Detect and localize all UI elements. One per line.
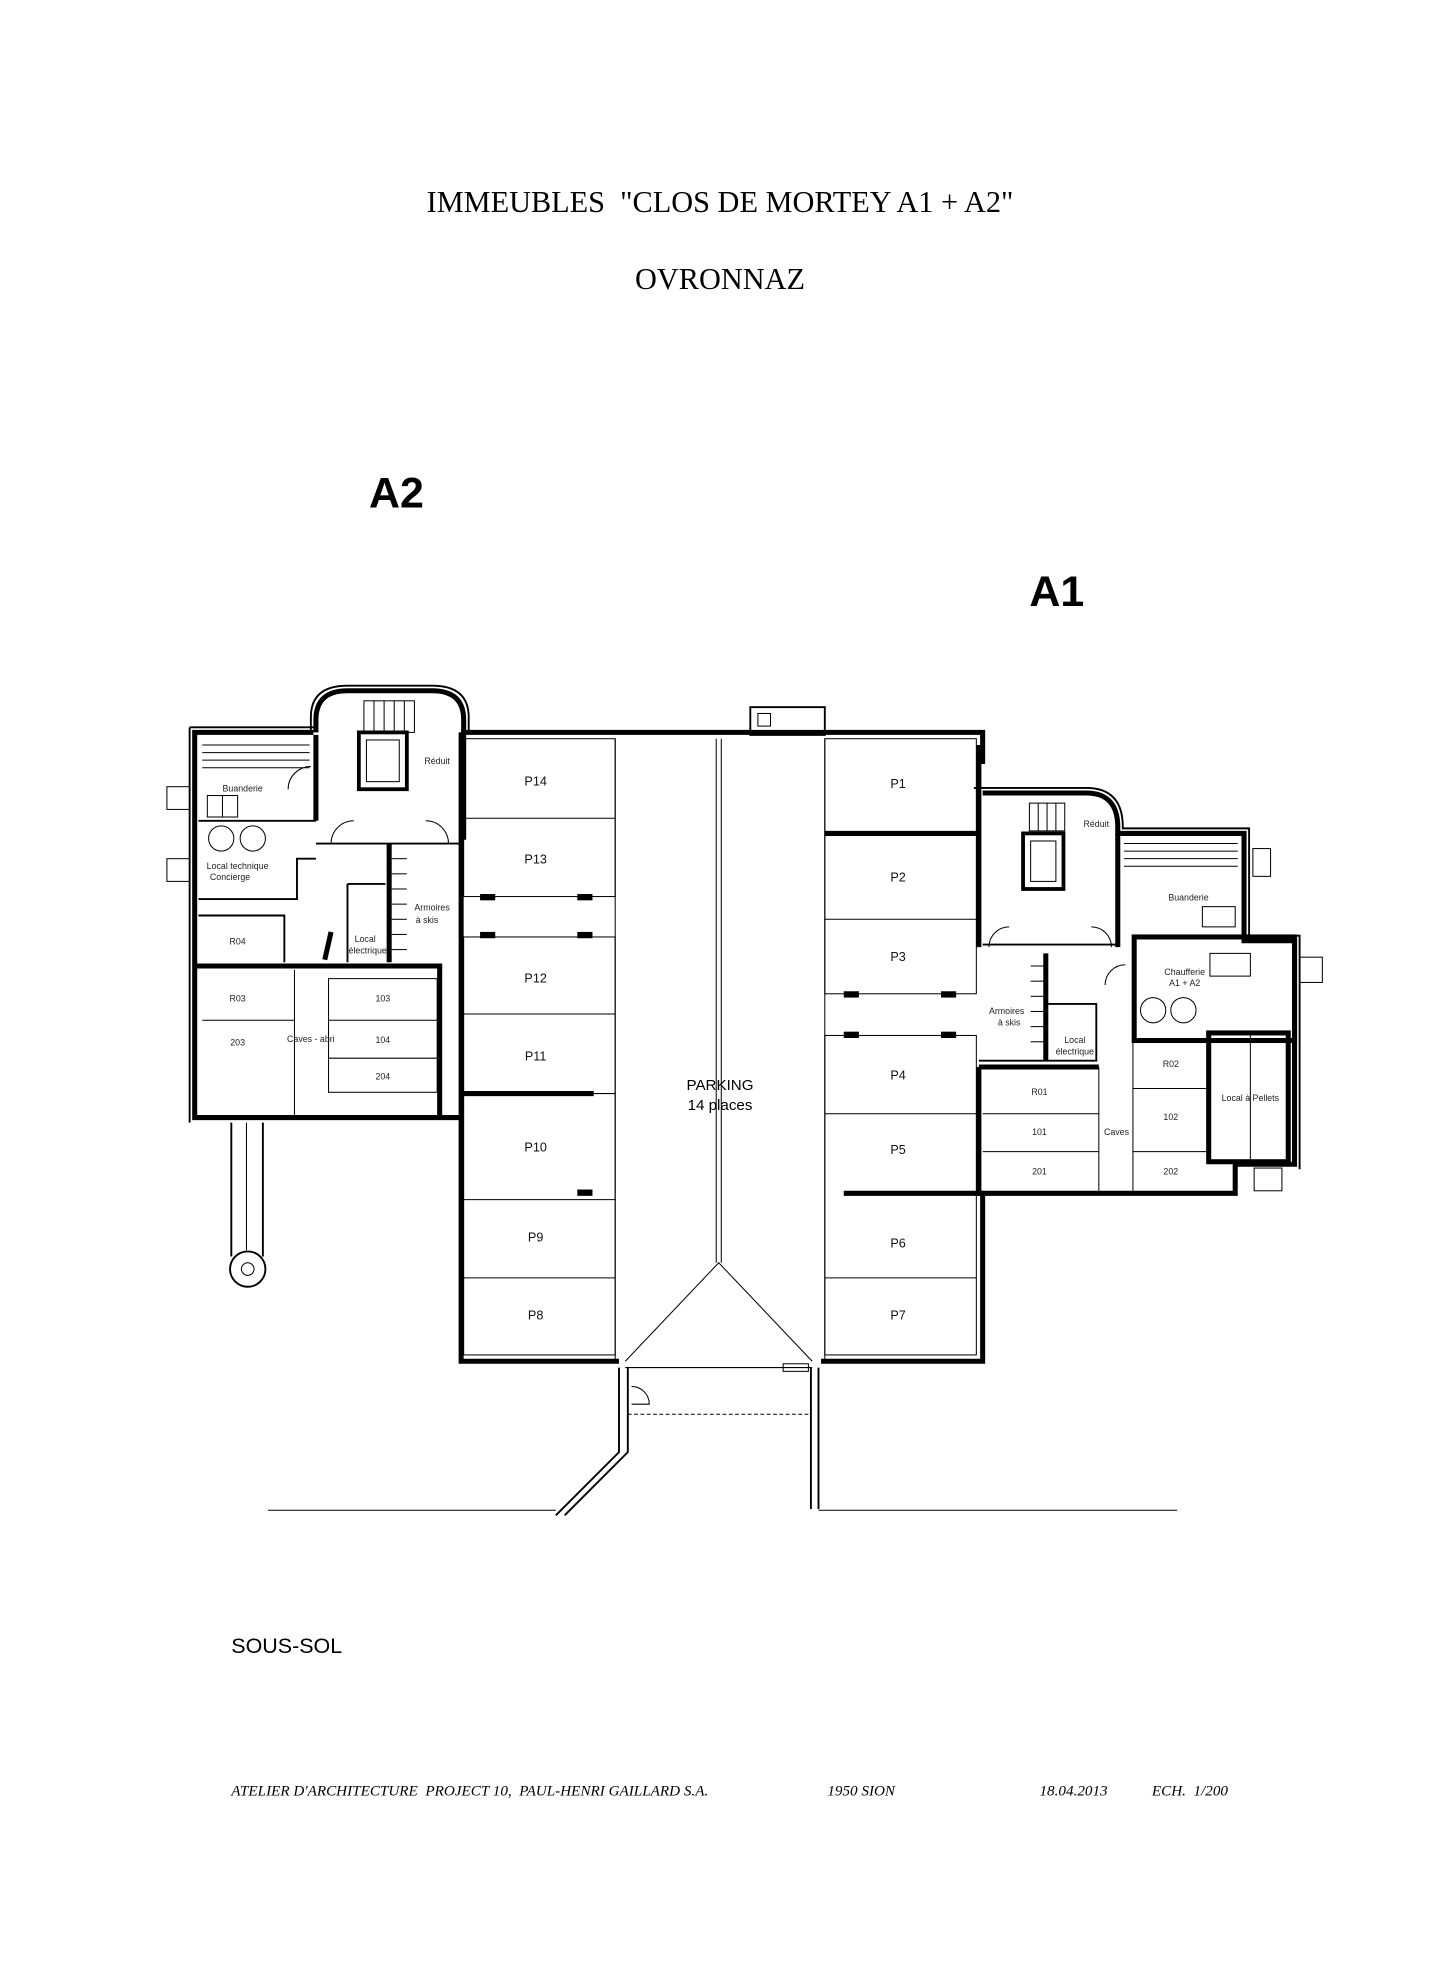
parking-capacity: 14 places [688,1097,753,1114]
level-label: SOUS-SOL [231,1634,342,1658]
a2-caves-abri: Caves - abri [287,1034,335,1044]
a1-a-skis: à skis [998,1017,1021,1027]
parking-label: PARKING [686,1077,753,1094]
drawing-date: 18.04.2013 [1039,1783,1108,1800]
a2-r03: R03 [230,993,246,1003]
a1-chaufferie: Chaufferie [1164,967,1205,977]
stall-p1: P1 [890,777,905,791]
stall-p9: P9 [528,1230,543,1244]
stall-p5: P5 [890,1143,905,1157]
a2-103: 103 [375,993,390,1003]
a1-buanderie: Buanderie [1168,892,1208,902]
building-label-a1: A1 [1029,568,1084,616]
a1-101: 101 [1032,1127,1047,1137]
stall-p4: P4 [890,1069,905,1083]
left-stall-labels: P14 P13 P12 P11 P10 P9 P8 [524,774,546,1322]
a2-buanderie: Buanderie [223,784,263,794]
document-subtitle: OVRONNAZ [635,262,805,296]
building-a2-plan: Buanderie Local technique Concierge Rédu… [166,684,470,1288]
a1-r01: R01 [1031,1087,1047,1097]
parking-garage: P14 P13 P12 P11 P10 P9 P8 P1 P2 P3 P4 P5… [458,706,986,1372]
right-stall-labels: P1 P2 P3 P4 P5 P6 P7 [890,777,905,1323]
a1-102: 102 [1163,1112,1178,1122]
document-title: IMMEUBLES "CLOS DE MORTEY A1 + A2" [427,185,1014,219]
a2-concierge: Concierge [210,872,250,882]
stall-p13: P13 [524,853,546,867]
a2-local: Local [355,934,376,944]
stall-p7: P7 [890,1309,905,1323]
architect-name: ATELIER D'ARCHITECTURE PROJECT 10, PAUL-… [230,1783,708,1800]
a2-local-technique: Local technique [207,861,269,871]
a2-reduit: Réduit [424,756,450,766]
a1-armoires: Armoires [989,1006,1025,1016]
a2-203: 203 [230,1038,245,1048]
a1-local: Local [1064,1035,1085,1045]
a1-r02: R02 [1163,1059,1179,1069]
a1-electrique: électrique [1056,1046,1094,1056]
a2-104: 104 [375,1035,390,1045]
stall-p14: P14 [524,774,546,788]
stall-p2: P2 [890,870,905,884]
building-a1-plan: Réduit Buanderie Chaufferie A1 + A2 Armo… [973,745,1323,1196]
title-block: ATELIER D'ARCHITECTURE PROJECT 10, PAUL-… [230,1783,1228,1800]
stall-p10: P10 [524,1141,546,1155]
a1-reduit: Réduit [1084,819,1110,829]
a2-204: 204 [375,1072,390,1082]
a1-caves: Caves [1104,1127,1130,1137]
stall-p12: P12 [524,971,546,985]
a1-201: 201 [1032,1166,1047,1176]
stall-p8: P8 [528,1309,543,1323]
stall-p11: P11 [525,1050,547,1064]
stall-p6: P6 [890,1237,905,1251]
a2-armoires: Armoires [414,902,450,912]
a2-r04: R04 [230,937,246,947]
stall-p3: P3 [890,950,905,964]
a2-a-skis: à skis [416,915,439,925]
a1-202: 202 [1163,1166,1178,1176]
drawing-scale: ECH. 1/200 [1151,1783,1229,1800]
architect-city: 1950 SION [827,1783,896,1800]
a1-local-pellets: Local à Pellets [1222,1093,1280,1103]
a2-electrique: électrique [349,945,387,955]
entrance-ramp [267,1367,1178,1516]
a1-chaufferie-a1-a2: A1 + A2 [1169,978,1200,988]
building-label-a2: A2 [369,470,424,518]
